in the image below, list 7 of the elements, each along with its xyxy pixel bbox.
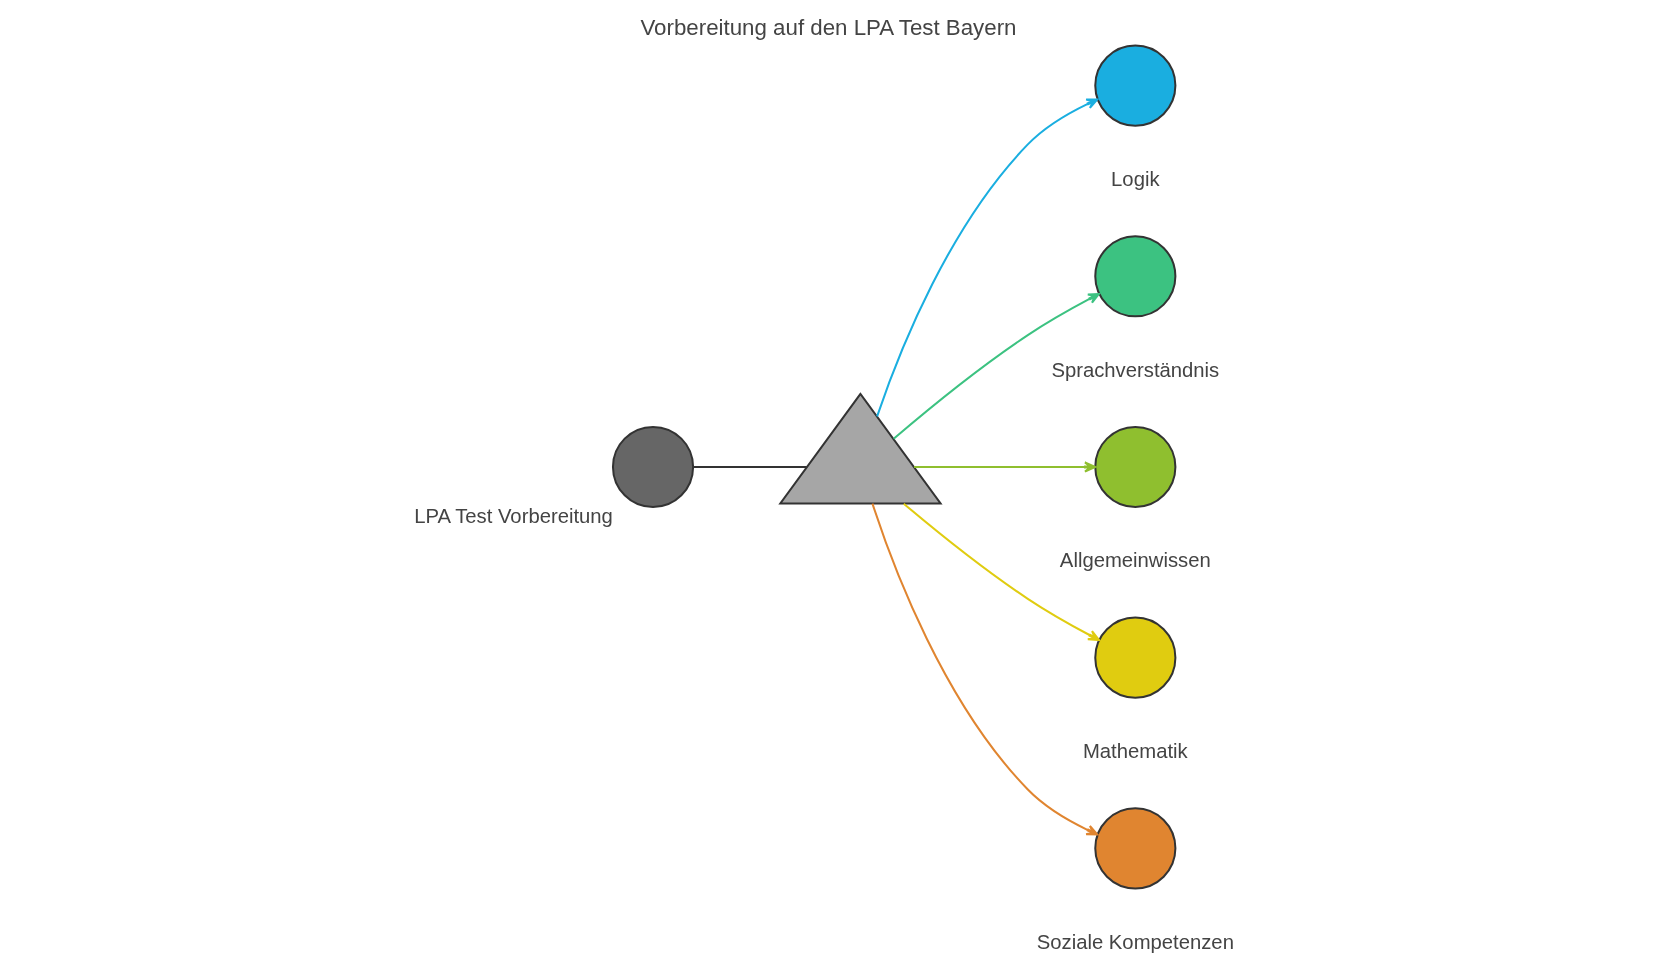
node-label: Allgemeinwissen bbox=[1059, 548, 1211, 571]
node-label: Soziale Kompetenzen bbox=[1036, 930, 1234, 953]
diagram-title: Vorbereitung auf den LPA Test Bayern bbox=[639, 14, 1017, 40]
node-label: LPA Test Vorbereitung bbox=[413, 504, 613, 527]
node-label: Mathematik bbox=[1082, 739, 1188, 762]
node-label: Sprachverständnis bbox=[1050, 358, 1219, 381]
node-label: Logik bbox=[1110, 167, 1160, 190]
